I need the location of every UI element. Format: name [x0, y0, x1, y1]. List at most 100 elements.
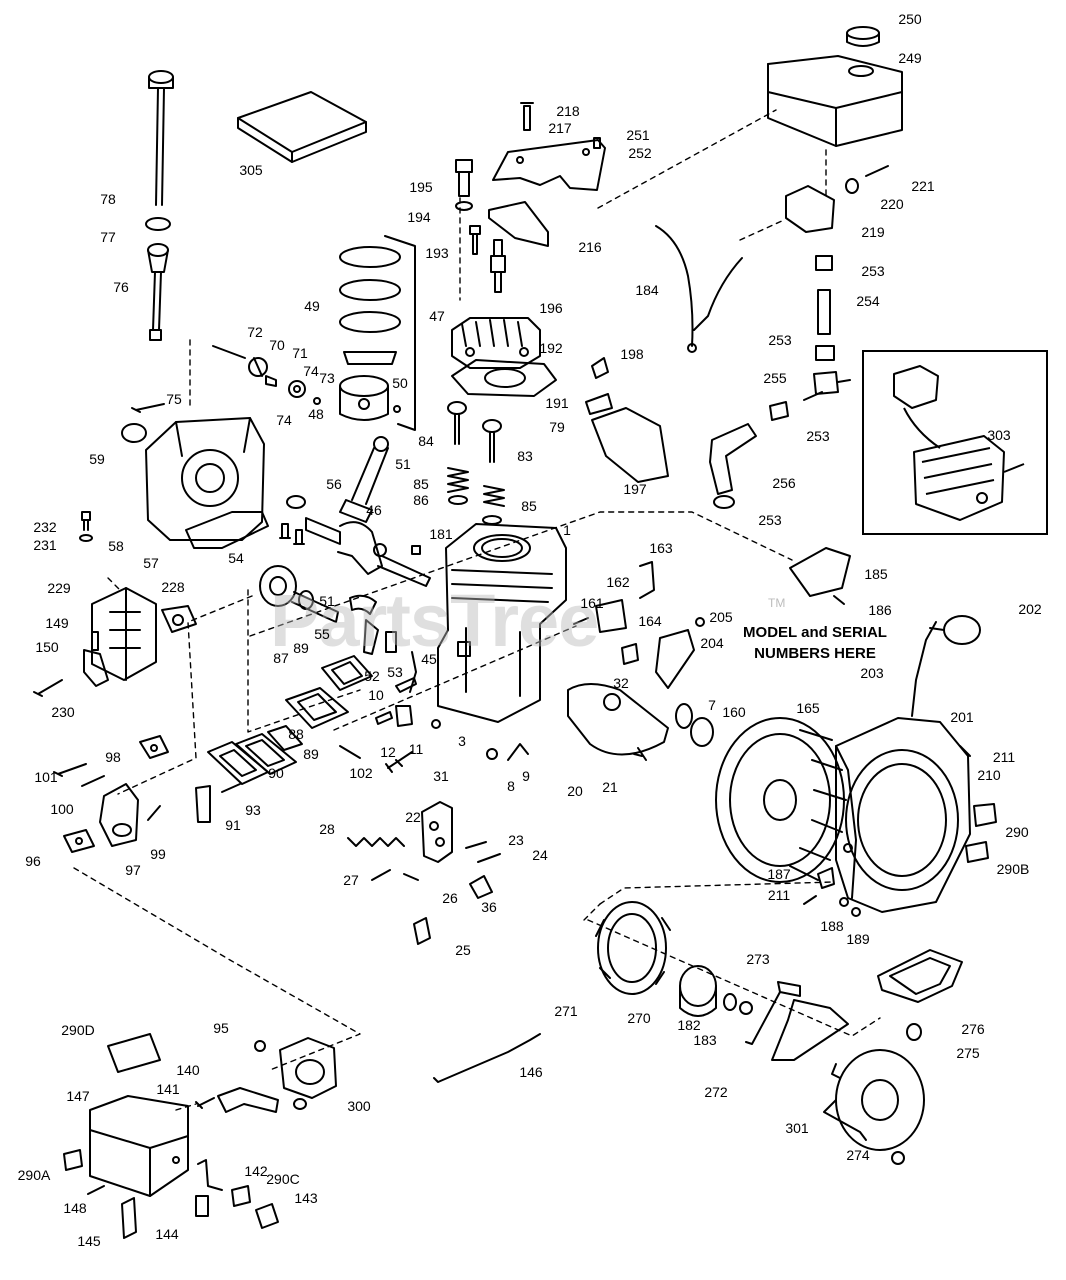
- screw-93-part: [221, 783, 241, 793]
- part-26: [403, 873, 419, 881]
- fuel-cap-part: [846, 26, 880, 47]
- part-label-79: 79: [549, 419, 565, 435]
- gasket-96-part: [63, 829, 95, 853]
- bracket-140-part: [217, 1087, 279, 1113]
- part-label-51: 51: [395, 456, 411, 472]
- valve-spring-85b-part: [483, 485, 505, 507]
- part-label-24: 24: [532, 847, 548, 863]
- screw-23-part: [465, 841, 487, 849]
- part-label-83: 83: [517, 448, 533, 464]
- part-label-203: 203: [860, 665, 884, 681]
- part-145: [121, 1197, 137, 1239]
- part-label-301: 301: [785, 1120, 809, 1136]
- part-25: [413, 917, 431, 945]
- nut-188-part: [839, 897, 849, 907]
- part-label-149: 149: [45, 615, 69, 631]
- part-label-196: 196: [539, 300, 563, 316]
- decal-290D-part: [107, 1033, 161, 1073]
- part-label-211: 211: [992, 749, 1016, 765]
- screw-221-part: [865, 165, 889, 177]
- part-label-70: 70: [269, 337, 285, 353]
- washer-56-part: [286, 495, 306, 509]
- part-label-290: 290: [1005, 824, 1029, 840]
- model-serial-note: MODEL and SERIAL NUMBERS HERE: [743, 624, 887, 662]
- part-label-191: 191: [545, 395, 569, 411]
- part-label-52: 52: [364, 668, 380, 684]
- part-label-74: 74: [303, 363, 319, 379]
- screw-230-part: [33, 679, 63, 697]
- screw-161-part: [573, 617, 589, 625]
- part-label-189: 189: [846, 931, 870, 947]
- exhaust-gasket-228-part: [161, 605, 197, 633]
- part-label-25: 25: [455, 942, 471, 958]
- part-label-256: 256: [772, 475, 796, 491]
- part-label-161: 161: [580, 595, 604, 611]
- screw-148-part: [87, 1185, 105, 1195]
- nut-183-part: [739, 1001, 753, 1015]
- part-12: [375, 711, 393, 725]
- part-3: [431, 719, 441, 729]
- part-label-147: 147: [66, 1088, 90, 1104]
- valve-spring-85a-part: [447, 467, 469, 493]
- rod-142-part: [197, 1159, 223, 1191]
- part-label-58: 58: [108, 538, 124, 554]
- clamp-253a-part: [815, 255, 833, 271]
- part-label-74: 74: [276, 412, 292, 428]
- part-label-210: 210: [977, 767, 1001, 783]
- part-label-198: 198: [620, 346, 644, 362]
- gear-73-part: [288, 380, 306, 398]
- part-label-204: 204: [700, 635, 724, 651]
- pin-54b-part: [293, 529, 305, 545]
- part-label-85: 85: [413, 476, 429, 492]
- part-label-186: 186: [868, 602, 892, 618]
- washer-182-part: [723, 993, 737, 1011]
- part-label-219: 219: [861, 224, 885, 240]
- part-label-193: 193: [425, 245, 449, 261]
- piston-part: [339, 375, 389, 421]
- part-label-253: 253: [806, 428, 830, 444]
- part-label-26: 26: [442, 890, 458, 906]
- hose-256-part: [709, 423, 757, 495]
- part-label-76: 76: [113, 279, 129, 295]
- part-10: [395, 677, 417, 693]
- part-label-85: 85: [521, 498, 537, 514]
- oil-fill-tube-part: [147, 243, 169, 341]
- part-label-89: 89: [303, 746, 319, 762]
- part-label-254: 254: [856, 293, 880, 309]
- screw-211-part: [959, 745, 971, 757]
- starter-cup-271-part: [595, 901, 671, 995]
- part-label-95: 95: [213, 1020, 229, 1036]
- gasket-57-part: [185, 511, 269, 549]
- part-label-140: 140: [176, 1062, 200, 1078]
- screw-211b-part: [803, 895, 817, 905]
- governor-70-part: [248, 357, 268, 377]
- intake-manifold-97-part: [99, 783, 139, 847]
- part-label-32: 32: [613, 675, 629, 691]
- line-254-part: [817, 289, 831, 335]
- part-label-77: 77: [100, 229, 116, 245]
- part-label-88: 88: [288, 726, 304, 742]
- clamp-253b-part: [815, 345, 835, 361]
- nut-95-part: [254, 1040, 266, 1052]
- washer-231-part: [79, 534, 93, 542]
- piston-rings-part: [339, 246, 401, 365]
- part-label-271: 271: [554, 1003, 578, 1019]
- bracket-217-part: [492, 139, 606, 191]
- bolt-193-part: [469, 225, 481, 255]
- cylinder-head-part: [451, 317, 541, 369]
- solenoid-202-part: [929, 615, 981, 645]
- part-label-7: 7: [708, 697, 716, 713]
- key-7-part: [675, 703, 693, 729]
- inset-part-sketch: [893, 365, 1025, 521]
- part-label-45: 45: [421, 651, 437, 667]
- wire-163-part: [639, 561, 655, 599]
- part-label-162: 162: [606, 574, 630, 590]
- dipstick-part: [148, 70, 174, 206]
- part-label-1: 1: [563, 522, 571, 538]
- governor-bracket-22-part: [421, 801, 453, 863]
- recoil-starter-301-part: [823, 1049, 925, 1151]
- part-label-232: 232: [33, 519, 57, 535]
- part-label-188: 188: [820, 918, 844, 934]
- reed-90-part: [207, 741, 269, 785]
